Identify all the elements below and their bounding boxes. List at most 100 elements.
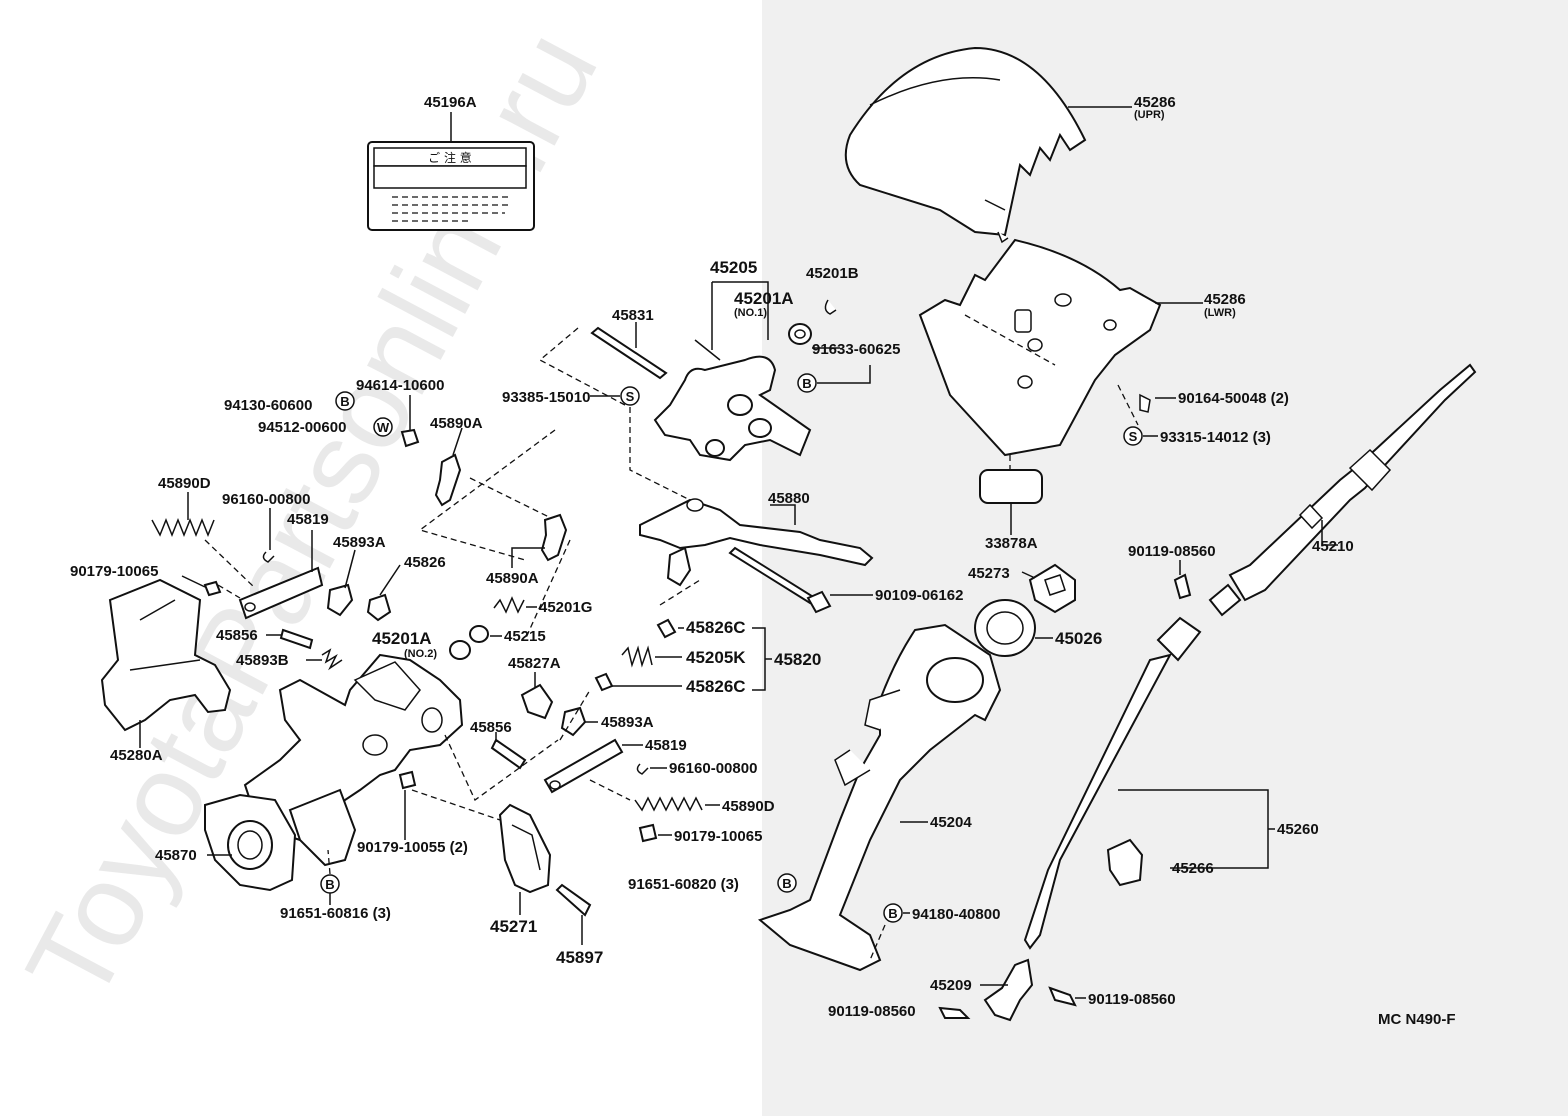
lever-45890A-mid — [511, 513, 568, 568]
spring-45201G — [493, 596, 537, 614]
bolt-90119-top — [1173, 560, 1192, 600]
screw-symbol: S — [1123, 426, 1143, 446]
part-45893A-left: 45893A — [333, 534, 386, 551]
part-96160-left: 96160-00800 — [222, 491, 310, 508]
nut-90179-left — [181, 575, 222, 597]
stopper-45826 — [366, 564, 401, 622]
part-45286-upr: 45286 — [1134, 94, 1176, 111]
part-45204: 45204 — [930, 814, 972, 831]
plate-45819-mid — [543, 738, 643, 794]
part-94614: 94614-10600 — [356, 377, 444, 394]
part-45870: 45870 — [155, 847, 197, 864]
clip-96160-mid — [636, 763, 667, 775]
part-94180: 94180-40800 — [912, 906, 1000, 923]
boot-45266 — [1106, 838, 1144, 887]
main-shaft-45210 — [1208, 363, 1477, 617]
lever-45890A-top — [434, 427, 463, 507]
pin-45831 — [590, 322, 668, 380]
bracket-45271 — [498, 803, 552, 915]
part-96160-mid: 96160-00800 — [669, 760, 757, 777]
svg-text:W: W — [377, 420, 390, 435]
part-45890A-mid: 45890A — [486, 570, 539, 587]
part-45201A-no1-sub: (NO.1) — [734, 307, 767, 319]
bolt-90109 — [728, 546, 873, 614]
part-45819-left: 45819 — [287, 511, 329, 528]
spring-45893B — [306, 648, 343, 671]
part-45286-lwr-sub: (LWR) — [1204, 307, 1236, 319]
bushing-45826C-top — [656, 618, 684, 639]
part-45856-left: 45856 — [216, 627, 258, 644]
part-90164: 90164-50048 (2) — [1178, 390, 1289, 407]
part-45826: 45826 — [404, 554, 446, 571]
svg-text:B: B — [325, 877, 334, 892]
part-45201A-no2: 45201A — [372, 629, 432, 648]
pin-45856-mid — [490, 732, 527, 770]
part-45260: 45260 — [1277, 821, 1319, 838]
shift-lever-45880 — [639, 498, 874, 587]
part-45201A-no1: 45201A — [734, 289, 794, 308]
svg-text:S: S — [1129, 429, 1138, 444]
bolt-90119-bot-r — [1048, 986, 1086, 1007]
part-90119-top: 90119-08560 — [1128, 543, 1216, 560]
spring-45890D-mid — [634, 796, 720, 812]
part-45890D-mid: 45890D — [722, 798, 775, 815]
part-45201A-no2-sub: (NO.2) — [404, 648, 437, 660]
bushing-45201A-no1 — [788, 323, 840, 349]
part-45893B: 45893B — [236, 652, 289, 669]
washer-45215 — [469, 625, 502, 643]
column-cover-upper — [844, 46, 1132, 244]
bolt-symbol-94180: B — [883, 903, 903, 923]
part-45880: 45880 — [768, 490, 810, 507]
part-45196A: 45196A — [424, 94, 477, 111]
screw-symbol-mid: S — [620, 386, 640, 406]
part-90109: 90109-06162 — [875, 587, 963, 604]
part-91651-820: 91651-60820 (3) — [628, 876, 739, 893]
bolt-symbol-94130: B — [335, 391, 355, 411]
bolt-symbol-top: B — [797, 373, 817, 393]
pawl-45893A-left — [326, 549, 356, 617]
column-tube-45204 — [757, 623, 1002, 972]
clip-45201B — [824, 299, 837, 315]
part-45897: 45897 — [556, 948, 603, 967]
part-45856-mid: 45856 — [470, 719, 512, 736]
diagram-code: MC N490-F — [1378, 1011, 1456, 1028]
washer-45215-b — [449, 640, 471, 660]
part-90179-left: 90179-10065 — [70, 563, 158, 580]
column-support-bracket — [243, 653, 464, 842]
part-45819-mid: 45819 — [645, 737, 687, 754]
bolt-90119-bot-l — [938, 1006, 971, 1019]
nut-90179-mid — [638, 823, 672, 843]
u-joint-45209 — [980, 958, 1034, 1022]
part-45890A-top: 45890A — [430, 415, 483, 432]
bracket-45280A — [100, 578, 232, 748]
spring-45890D-left — [151, 492, 215, 538]
bearing-45026 — [974, 599, 1053, 657]
part-91651-816: 91651-60816 (3) — [280, 905, 391, 922]
part-45266: 45266 — [1172, 860, 1214, 877]
plate-45819-left — [238, 530, 324, 620]
part-45201G: 45201G — [539, 599, 592, 616]
part-45209: 45209 — [930, 977, 972, 994]
part-45205: 45205 — [710, 258, 757, 277]
part-90119-bot-r: 90119-08560 — [1088, 991, 1176, 1008]
column-cover-lower — [918, 238, 1203, 470]
plate-45870 — [204, 788, 357, 892]
washer-symbol: W — [373, 417, 393, 437]
spring-45205K — [621, 645, 682, 668]
pin-45856-left — [266, 628, 314, 650]
part-45820: 45820 — [774, 650, 821, 669]
part-45826C-bot: 45826C — [686, 677, 746, 696]
intermediate-shaft-45260 — [1023, 616, 1275, 950]
part-90119-bot-l: 90119-08560 — [828, 1003, 916, 1020]
svg-text:B: B — [340, 394, 349, 409]
screw-45897 — [555, 883, 592, 945]
caution-label-text: ご 注 意 — [428, 150, 472, 165]
part-91633: 91633-60625 — [812, 341, 900, 358]
part-45286-upr-sub: (UPR) — [1134, 109, 1165, 121]
pawl-45893A-mid — [560, 706, 598, 737]
svg-text:B: B — [782, 876, 791, 891]
clip-96160-left — [262, 508, 275, 563]
part-45210: 45210 — [1312, 538, 1354, 555]
part-45280A: 45280A — [110, 747, 163, 764]
part-45273: 45273 — [968, 565, 1010, 582]
